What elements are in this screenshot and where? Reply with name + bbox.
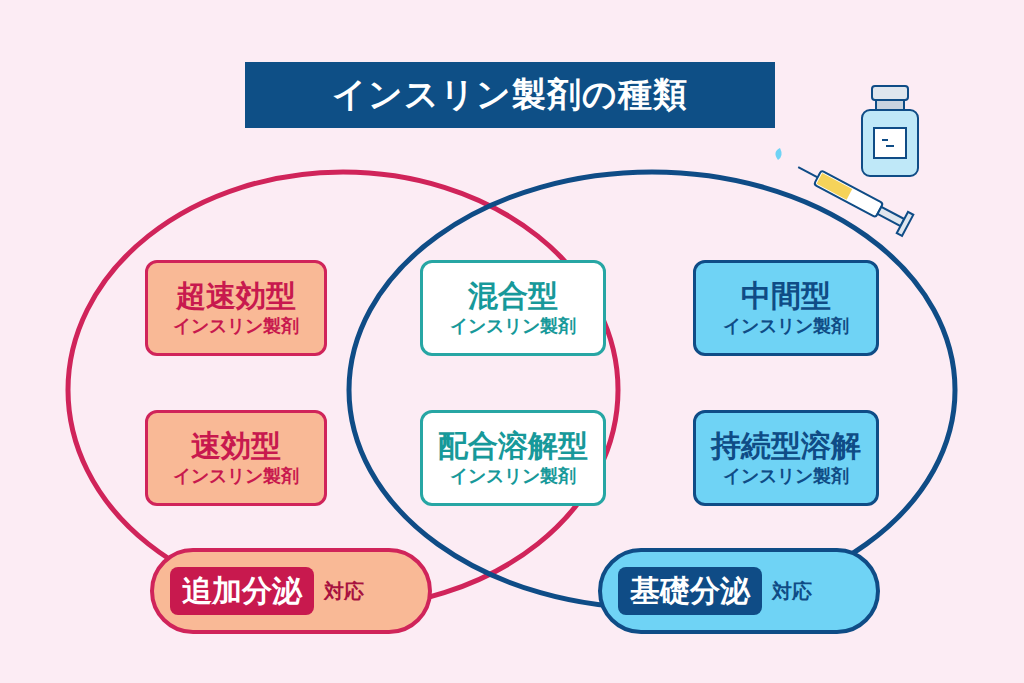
basal-secretion-ellipse (349, 172, 955, 608)
type-subtitle: インスリン製剤 (723, 314, 849, 337)
type-subtitle: インスリン製剤 (450, 464, 576, 487)
insulin-type-box: 超速効型インスリン製剤 (145, 260, 327, 356)
syringe-icon (793, 157, 914, 236)
vial-icon (862, 86, 918, 176)
tag-suffix: 対応 (324, 578, 364, 604)
tag-label: 基礎分泌 (618, 567, 762, 615)
type-name: 混合型 (468, 278, 558, 314)
type-name: 速効型 (191, 428, 281, 464)
tag-suffix: 対応 (772, 578, 812, 604)
secretion-tag: 追加分泌対応 (150, 548, 432, 634)
type-name: 配合溶解型 (438, 428, 588, 464)
insulin-type-box: 持続型溶解インスリン製剤 (693, 410, 879, 506)
tag-label: 追加分泌 (170, 567, 314, 615)
secretion-tag: 基礎分泌対応 (598, 548, 880, 634)
type-name: 超速効型 (176, 278, 296, 314)
drop-icon (775, 148, 781, 160)
insulin-type-box: 中間型インスリン製剤 (693, 260, 879, 356)
type-subtitle: インスリン製剤 (450, 314, 576, 337)
type-name: 持続型溶解 (711, 428, 861, 464)
type-subtitle: インスリン製剤 (723, 464, 849, 487)
type-subtitle: インスリン製剤 (173, 464, 299, 487)
type-name: 中間型 (741, 278, 831, 314)
insulin-type-box: 配合溶解型インスリン製剤 (420, 410, 606, 506)
insulin-type-box: 混合型インスリン製剤 (420, 260, 606, 356)
insulin-type-box: 速効型インスリン製剤 (145, 410, 327, 506)
additional-secretion-ellipse (68, 172, 618, 608)
diagram-title: インスリン製剤の種類 (245, 62, 775, 128)
type-subtitle: インスリン製剤 (173, 314, 299, 337)
